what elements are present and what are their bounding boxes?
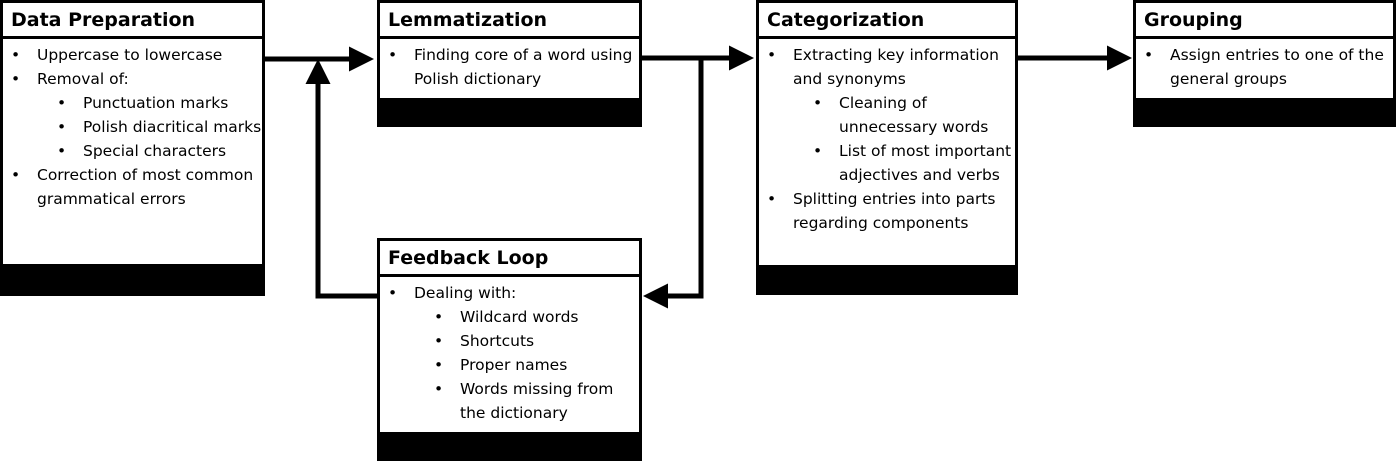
- list-item: Finding core of a word using Polish dict…: [380, 43, 639, 91]
- list-item: Special characters: [3, 139, 262, 163]
- list-item: Uppercase to lowercase: [3, 43, 262, 67]
- lemmatization-box: Lemmatization Finding core of a word usi…: [377, 0, 642, 127]
- categorization-list: Extracting key information and synonyms …: [759, 43, 1015, 235]
- feedback-loop-title: Feedback Loop: [380, 241, 639, 277]
- list-item: Wildcard words: [380, 305, 639, 329]
- list-item: Extracting key information and synonyms: [759, 43, 1015, 91]
- list-item: Punctuation marks: [3, 91, 262, 115]
- categorization-title: Categorization: [759, 3, 1015, 39]
- list-item: Splitting entries into parts regarding c…: [759, 187, 1015, 235]
- list-item: Cleaning of unnecessary words: [759, 91, 1015, 139]
- arrow-to-feedback-loop: [643, 58, 704, 309]
- lemmatization-list: Finding core of a word using Polish dict…: [380, 43, 639, 91]
- grouping-title: Grouping: [1136, 3, 1393, 39]
- list-item: Words missing from the dictionary: [380, 377, 639, 425]
- list-item: Polish diacritical marks: [3, 115, 262, 139]
- feedback-loop-list: Dealing with: Wildcard words Shortcuts P…: [380, 281, 639, 425]
- list-item: Correction of most common grammatical er…: [3, 163, 262, 211]
- categorization-box: Categorization Extracting key informatio…: [756, 0, 1018, 295]
- list-item: Shortcuts: [380, 329, 639, 353]
- data-preparation-title: Data Preparation: [3, 3, 262, 39]
- feedback-loop-box: Feedback Loop Dealing with: Wildcard wor…: [377, 238, 642, 461]
- lemmatization-title: Lemmatization: [380, 3, 639, 39]
- arrow-feedback-loop-return: [305, 59, 378, 299]
- list-item: Assign entries to one of the general gro…: [1136, 43, 1393, 91]
- grouping-list: Assign entries to one of the general gro…: [1136, 43, 1393, 91]
- list-item: Proper names: [380, 353, 639, 377]
- list-item: List of most important adjectives and ve…: [759, 139, 1015, 187]
- list-item: Dealing with:: [380, 281, 639, 305]
- data-preparation-box: Data Preparation Uppercase to lowercase …: [0, 0, 265, 296]
- data-preparation-list: Uppercase to lowercase Removal of: Punct…: [3, 43, 262, 211]
- list-item: Removal of:: [3, 67, 262, 91]
- grouping-box: Grouping Assign entries to one of the ge…: [1133, 0, 1396, 127]
